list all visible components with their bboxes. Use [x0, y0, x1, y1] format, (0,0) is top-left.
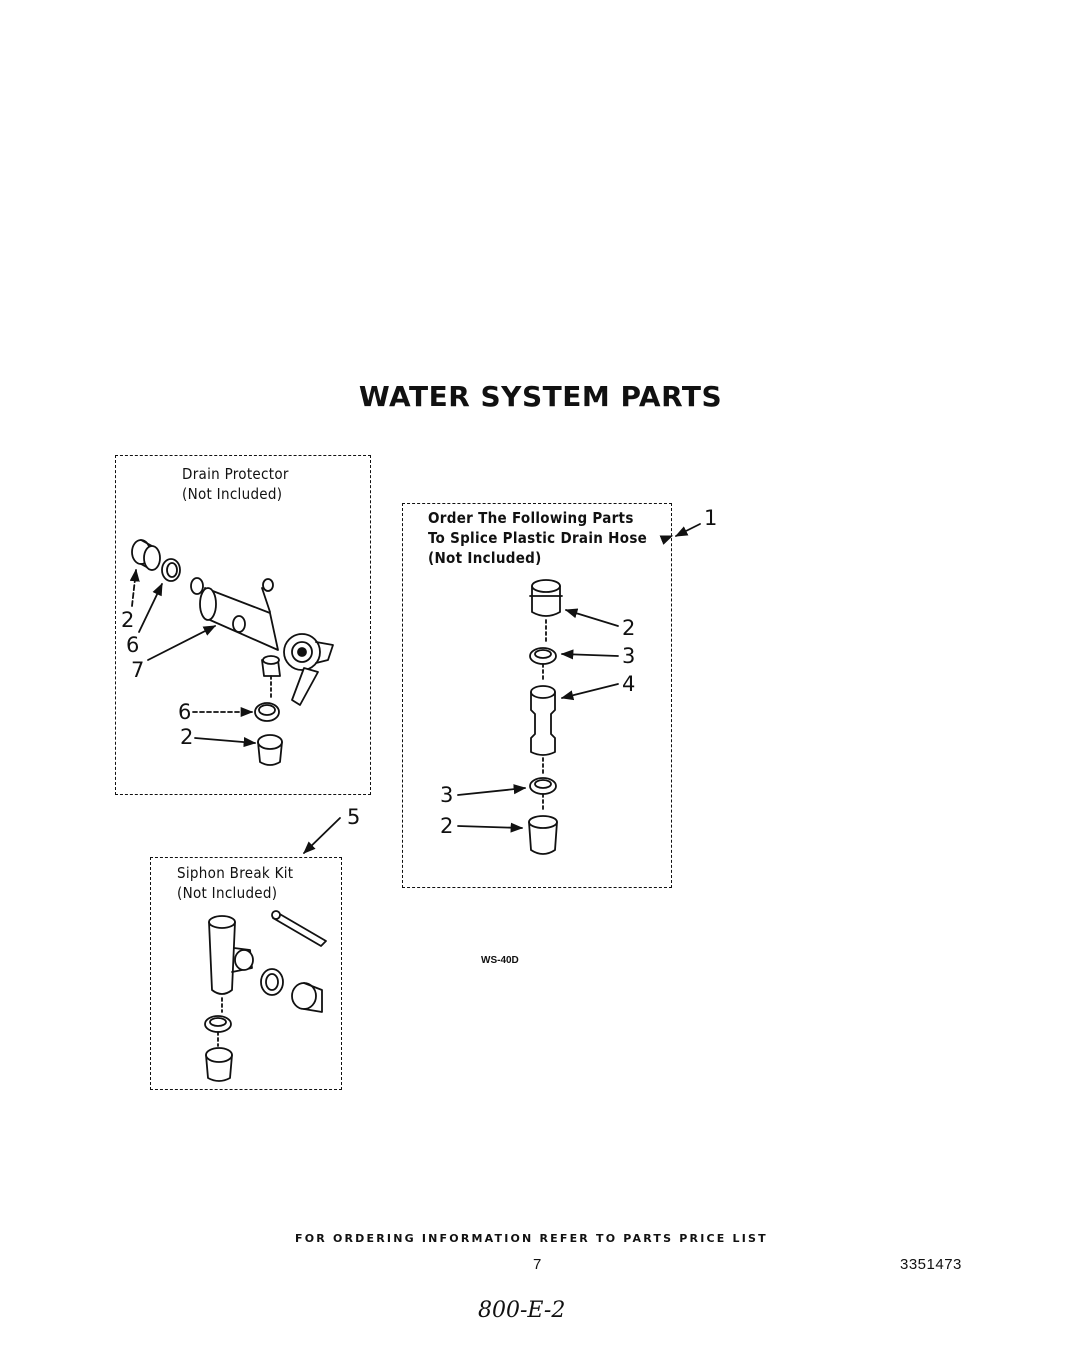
siphon-break-label-1: Siphon Break Kit: [177, 864, 294, 882]
siphon-break-box: [150, 857, 342, 1090]
callout-splice-4: 4: [622, 672, 636, 696]
callout-drain-6-bottom: 6: [178, 700, 192, 724]
drain-protector-label-2: (Not Included): [182, 485, 283, 503]
callout-drain-7: 7: [131, 658, 145, 682]
callout-splice-box-ref: 1: [704, 506, 718, 530]
callout-drain-2-bottom: 2: [180, 725, 194, 749]
figure-code: WS-40D: [481, 955, 519, 966]
page-number: 7: [533, 1256, 542, 1273]
footer-ordering-info: FOR ORDERING INFORMATION REFER TO PARTS …: [295, 1232, 768, 1245]
siphon-break-drawing: [204, 817, 341, 1082]
callout-siphon-ref: 5: [347, 805, 361, 829]
page-title: WATER SYSTEM PARTS: [358, 380, 723, 413]
callout-splice-2-bottom: 2: [440, 814, 454, 838]
splice-parts-label-3: (Not Included): [428, 549, 542, 567]
splice-parts-label-2: To Splice Plastic Drain Hose: [428, 529, 648, 547]
handwritten-note: 800-E-2: [478, 1298, 566, 1323]
document-number: 3351473: [900, 1256, 962, 1273]
callout-drain-6-top: 6: [126, 633, 140, 657]
drain-protector-box: [115, 455, 371, 795]
callout-splice-3-bottom: 3: [440, 783, 454, 807]
drain-protector-drawing: [129, 539, 334, 766]
splice-parts-drawing: [457, 523, 701, 855]
callout-drain-2-top: 2: [121, 608, 135, 632]
callout-splice-3-top: 3: [622, 644, 636, 668]
drain-protector-label-1: Drain Protector: [182, 465, 289, 483]
callout-splice-2-top: 2: [622, 616, 636, 640]
splice-parts-label-1: Order The Following Parts: [428, 509, 634, 527]
splice-parts-box: [402, 503, 672, 888]
siphon-break-label-2: (Not Included): [177, 884, 278, 902]
